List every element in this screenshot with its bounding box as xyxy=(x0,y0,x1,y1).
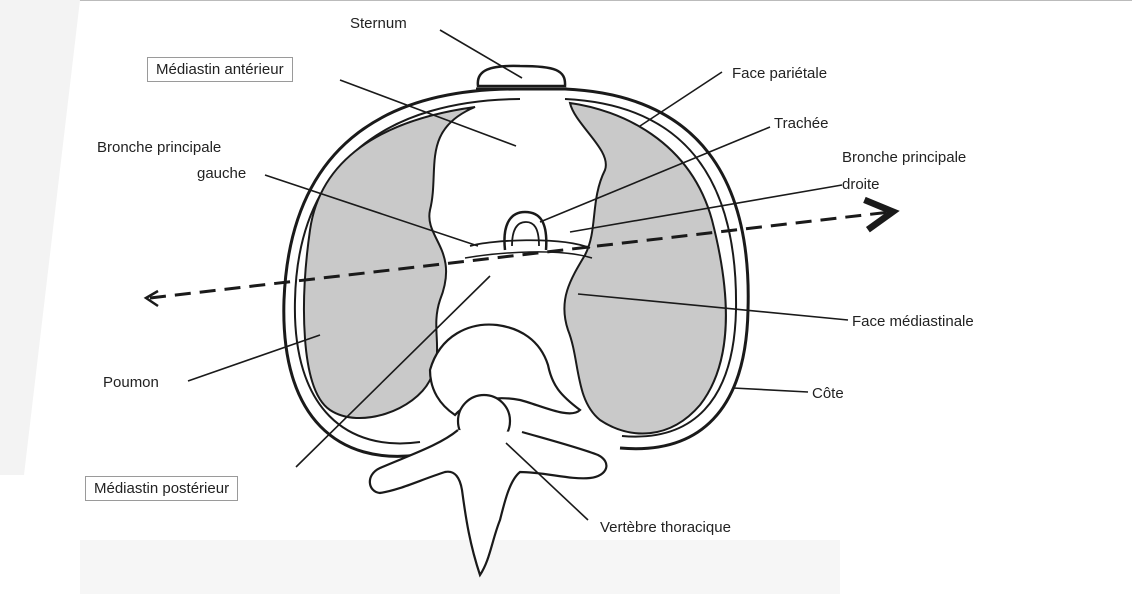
left-lung xyxy=(303,106,476,419)
label-cote: Côte xyxy=(812,385,844,402)
top-border xyxy=(0,0,1132,1)
label-bronche-droite-line2: droite xyxy=(842,176,880,193)
label-face-mediastinale: Face médiastinale xyxy=(852,313,974,330)
leader-lines xyxy=(187,29,849,521)
right-lung xyxy=(563,101,727,435)
label-poumon: Poumon xyxy=(103,374,159,391)
vertebra-processes xyxy=(368,429,608,578)
vertebra-arch xyxy=(428,323,582,417)
label-vertebre-thoracique: Vertèbre thoracique xyxy=(600,519,731,536)
label-mediastin-anterieur: Médiastin antérieur xyxy=(147,57,293,82)
label-sternum: Sternum xyxy=(350,15,407,32)
label-bronche-gauche-line1: Bronche principale xyxy=(97,139,221,156)
label-mediastin-posterieur: Médiastin postérieur xyxy=(85,476,239,501)
background-band-bottom xyxy=(80,540,840,594)
label-bronche-gauche-line2: gauche xyxy=(197,165,246,182)
label-trachee: Trachée xyxy=(774,115,828,132)
thoracic-wall-inner xyxy=(293,98,738,445)
label-bronche-droite-line1: Bronche principale xyxy=(842,149,966,166)
sternum-shape xyxy=(476,64,567,88)
label-face-parietale: Face pariétale xyxy=(732,65,827,82)
trachea xyxy=(503,210,548,251)
